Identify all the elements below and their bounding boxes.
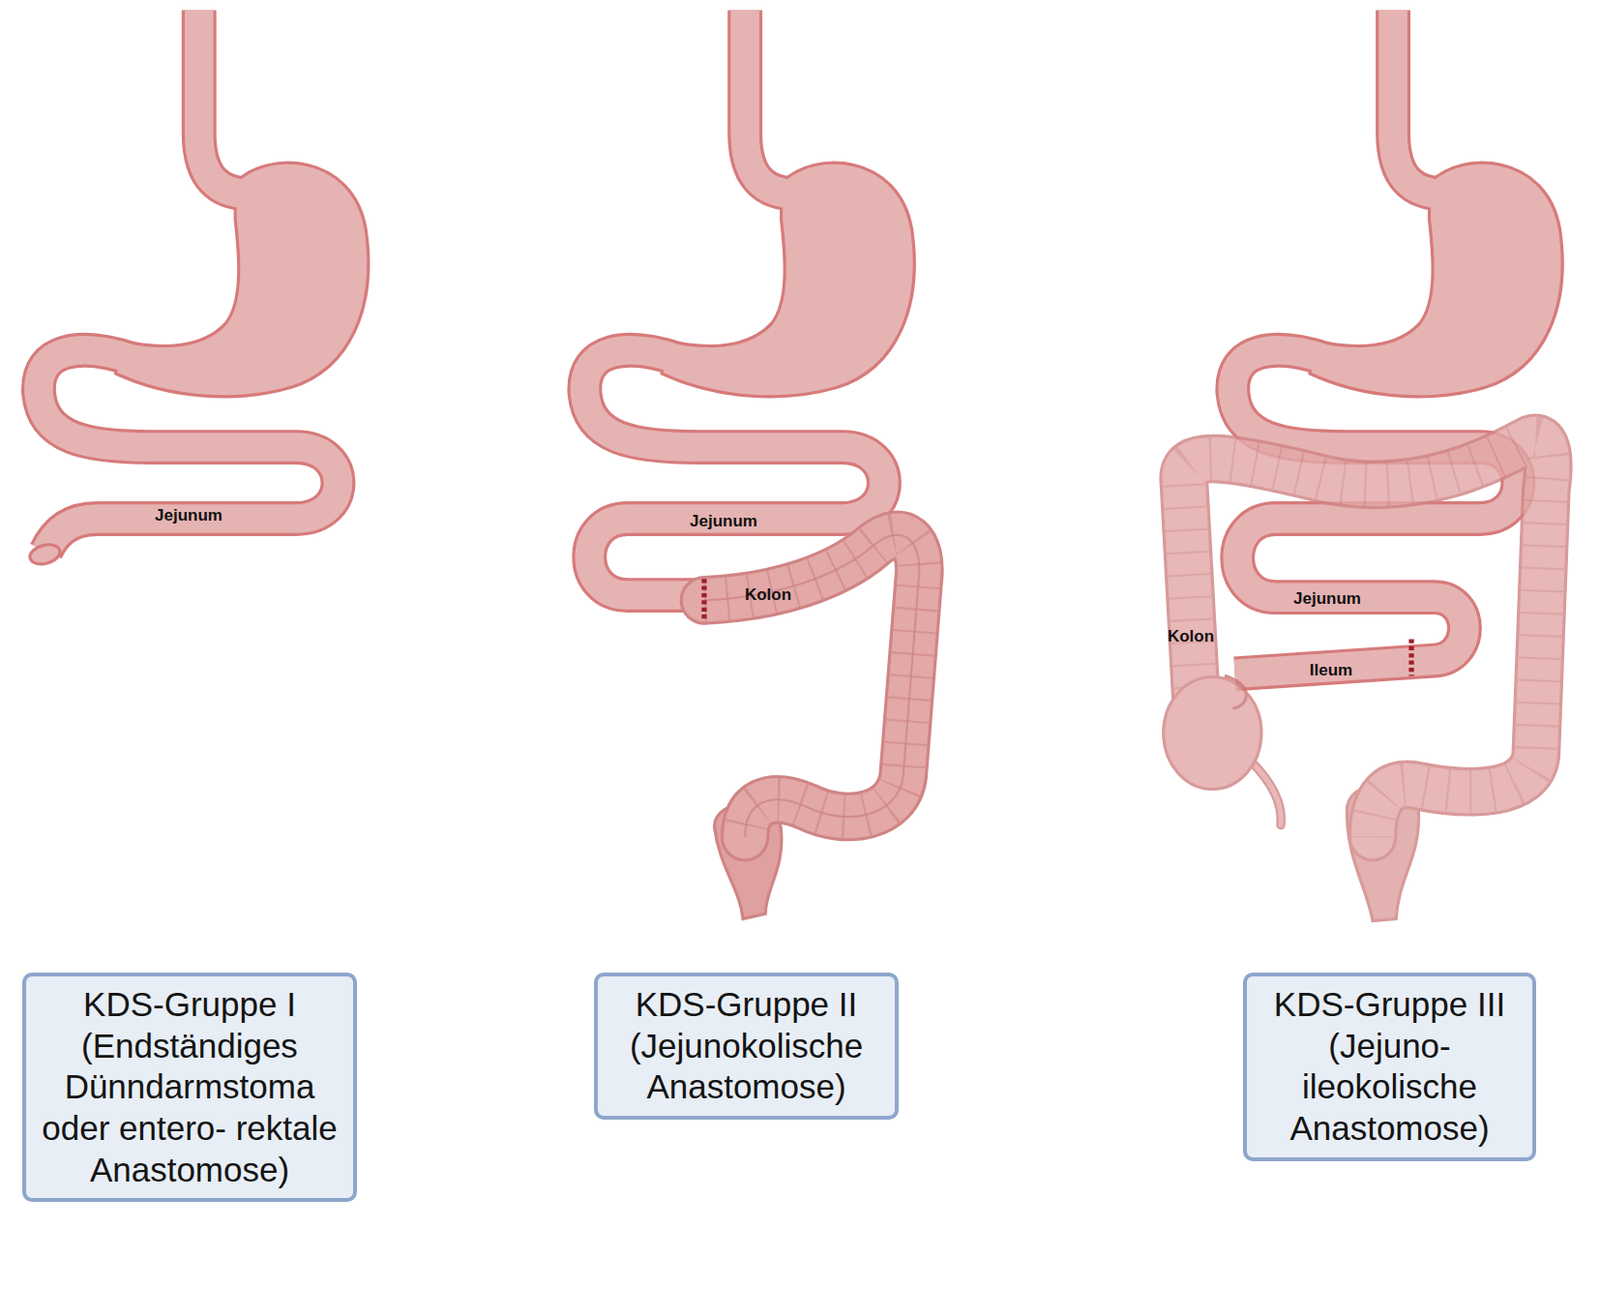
illustration-scale — [28, 10, 1562, 921]
part-label: Jejunum — [1293, 589, 1362, 609]
anastomosis-mark — [1408, 638, 1414, 676]
colon-outline — [704, 534, 919, 837]
taenia — [704, 534, 919, 837]
stomach — [1311, 10, 1562, 396]
appendix-fill — [1249, 760, 1281, 825]
group-box: KDS-Gruppe III (Jejuno- ileokolische Ana… — [1243, 972, 1537, 1161]
colon-fill — [704, 534, 919, 837]
group-box: KDS-Gruppe I (Endständiges Dünndarmstoma… — [22, 972, 357, 1202]
stomach — [663, 10, 914, 396]
part-label: Jejunum — [154, 505, 223, 526]
appendix — [1249, 760, 1281, 825]
stomach — [663, 10, 914, 396]
group-caption: KDS-Gruppe II (Jejunokolische Anastomose… — [609, 983, 884, 1108]
colon — [1163, 438, 1549, 921]
upper-gut — [584, 10, 913, 596]
group-box: KDS-Gruppe II (Jejunokolische Anastomose… — [593, 972, 899, 1120]
jejunum — [38, 350, 339, 552]
part-label: Ileum — [1309, 660, 1353, 681]
stomach — [1311, 10, 1562, 396]
part-label: Kolon — [1167, 626, 1215, 647]
haustra — [704, 534, 919, 837]
stomach — [117, 10, 367, 396]
group-caption: KDS-Gruppe III (Jejuno- ileokolische Ana… — [1258, 983, 1521, 1150]
panel-three — [1163, 10, 1562, 921]
part-label: Jejunum — [689, 511, 758, 532]
jejunum-outline — [1232, 350, 1518, 674]
panel-one — [28, 10, 368, 568]
colon — [704, 534, 919, 919]
upper-gut — [1232, 10, 1561, 675]
part-label: Kolon — [744, 585, 792, 605]
stomach — [117, 10, 367, 396]
group-caption: KDS-Gruppe I (Endständiges Dünndarmstoma… — [37, 983, 342, 1190]
jejunum-ileum — [1232, 350, 1518, 674]
ileocecal-valve — [1224, 675, 1246, 709]
anastomosis-mark — [701, 578, 707, 622]
stoma-opening — [28, 541, 62, 568]
panel-two — [584, 10, 919, 919]
